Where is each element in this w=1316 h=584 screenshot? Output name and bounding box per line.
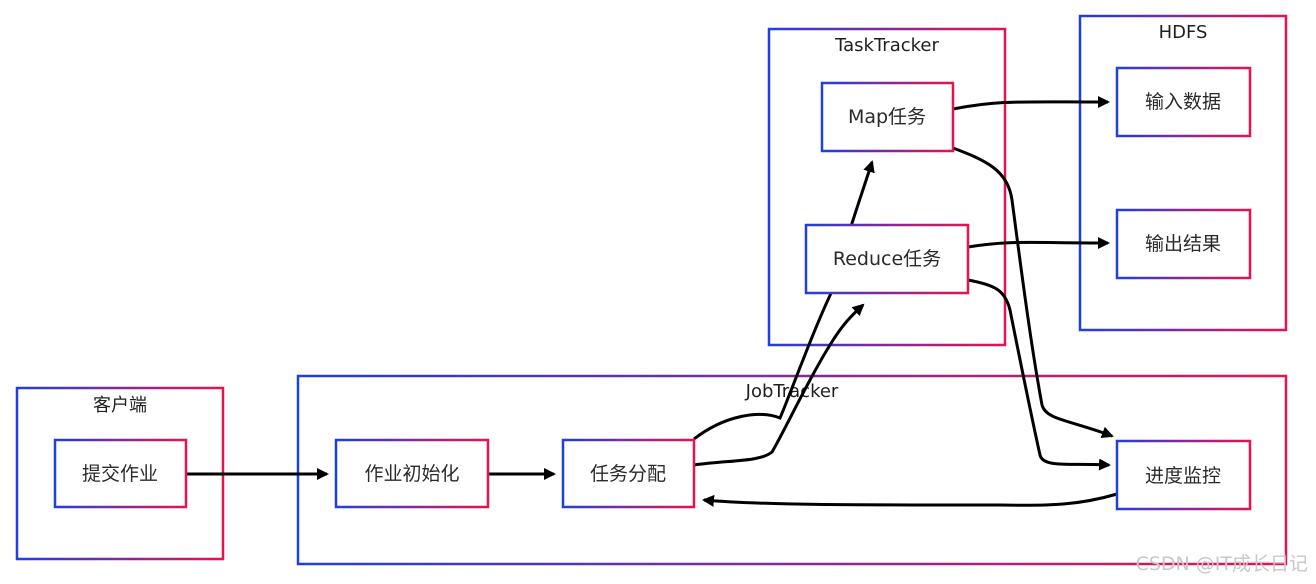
node-job-init-label: 作业初始化 [364, 463, 459, 485]
node-job-init: 作业初始化 [334, 438, 490, 509]
group-tasktracker-title: TaskTracker [834, 35, 939, 56]
node-reduce-task-label: Reduce任务 [833, 248, 941, 270]
group-hdfs: HDFS [1078, 14, 1288, 332]
watermark: CSDN @IT成长日记 [1136, 553, 1308, 575]
node-progress-monitor-label: 进度监控 [1145, 465, 1221, 487]
node-input-data-label: 输入数据 [1145, 91, 1221, 113]
node-map-task-label: Map任务 [848, 106, 926, 128]
node-progress-monitor: 进度监控 [1115, 439, 1252, 511]
node-submit-job: 提交作业 [53, 438, 188, 509]
edge-assign-to-map [693, 160, 875, 441]
edges [187, 95, 1118, 507]
group-tasktracker: TaskTracker [767, 27, 1007, 347]
node-map-task: Map任务 [820, 81, 955, 153]
node-submit-job-label: 提交作业 [82, 463, 158, 485]
node-input-data: 输入数据 [1115, 66, 1252, 138]
edge-reduce-to-output [967, 236, 1110, 249]
node-task-assign-label: 任务分配 [590, 463, 666, 485]
node-reduce-task: Reduce任务 [804, 223, 970, 295]
node-output-result-label: 输出结果 [1145, 233, 1221, 255]
edge-reduce-to-monitor [967, 278, 1111, 471]
edge-monitor-to-assign [702, 492, 1118, 507]
edge-map-to-monitor [952, 146, 1114, 439]
edge-map-to-input [952, 95, 1110, 111]
node-output-result: 输出结果 [1115, 208, 1252, 280]
edge-assign-to-reduce [693, 303, 865, 467]
group-hdfs-title: HDFS [1159, 22, 1208, 43]
node-task-assign: 任务分配 [561, 438, 696, 509]
group-client-title: 客户端 [93, 395, 147, 416]
